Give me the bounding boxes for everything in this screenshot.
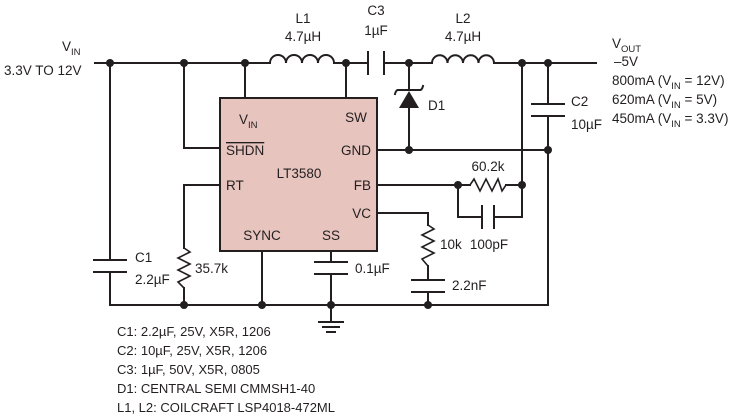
l1-value: 4.7µH xyxy=(285,29,321,44)
ground-icon xyxy=(318,321,344,333)
pin-fb: FB xyxy=(354,178,371,193)
bom-line: D1: CENTRAL SEMI CMMSH1-40 xyxy=(117,381,315,396)
c1-value: 2.2µF xyxy=(135,272,170,287)
bom-line: C1: 2.2µF, 25V, X5R, 1206 xyxy=(117,324,271,339)
c2-ref: C2 xyxy=(571,94,588,109)
l2-value: 4.7µH xyxy=(445,29,481,44)
c2-capacitor xyxy=(531,103,565,117)
l1-inductor xyxy=(268,54,336,65)
bom-line: C3: 1µF, 50V, X5R, 0805 xyxy=(117,362,260,377)
vin-label: VIN xyxy=(62,39,81,58)
c3-capacitor xyxy=(367,51,385,75)
fb-capacitor xyxy=(481,205,495,229)
vc-cap-value: 2.2nF xyxy=(452,278,487,293)
pin-shdn: SHDN xyxy=(226,143,264,158)
c1-ref: C1 xyxy=(135,250,152,265)
d1-diode xyxy=(393,84,425,119)
vout-voltage: –5V xyxy=(614,54,638,69)
l2-inductor xyxy=(430,54,496,65)
vc-resistor-value: 10k xyxy=(440,237,462,252)
bom-line: L1, L2: COILCRAFT LSP4018-472ML xyxy=(117,400,335,415)
vout-rating-5v: 620mA (VIN = 5V) xyxy=(612,92,717,111)
pin-sync: SYNC xyxy=(243,228,281,243)
l2-ref: L2 xyxy=(455,11,470,26)
rt-resistor-value: 35.7k xyxy=(195,261,228,276)
vc-capacitor xyxy=(411,279,445,293)
pin-gnd: GND xyxy=(341,143,371,158)
wires xyxy=(94,62,573,323)
ss-cap-value: 0.1µF xyxy=(355,261,390,276)
lt3580-ic xyxy=(219,97,378,252)
vin-range: 3.3V TO 12V xyxy=(4,63,82,78)
vc-resistor xyxy=(420,224,436,267)
pin-rt: RT xyxy=(226,178,244,193)
pin-ss: SS xyxy=(322,228,340,243)
fb-cap-value: 100pF xyxy=(470,237,508,252)
fb-resistor xyxy=(469,176,507,193)
pin-sw: SW xyxy=(345,110,367,125)
ic-name: LT3580 xyxy=(277,166,322,181)
c1-capacitor xyxy=(93,259,127,273)
pin-vc: VC xyxy=(352,206,371,221)
c3-value: 1µF xyxy=(364,23,388,38)
c2-value: 10µF xyxy=(571,117,602,132)
vout-rating-3v3: 450mA (VIN = 3.3V) xyxy=(612,111,728,130)
ss-capacitor xyxy=(314,261,348,275)
junctions xyxy=(106,59,552,309)
fb-resistor-value: 60.2k xyxy=(471,159,504,174)
l1-ref: L1 xyxy=(295,11,310,26)
bom-line: C2: 10µF, 25V, X5R, 1206 xyxy=(117,343,267,358)
rt-resistor xyxy=(176,247,192,289)
d1-ref: D1 xyxy=(428,98,445,113)
vout-rating-12v: 800mA (VIN = 12V) xyxy=(612,73,725,92)
pin-vin: VIN xyxy=(239,112,258,131)
vout-label: VOUT xyxy=(612,36,641,55)
c3-ref: C3 xyxy=(367,3,384,18)
